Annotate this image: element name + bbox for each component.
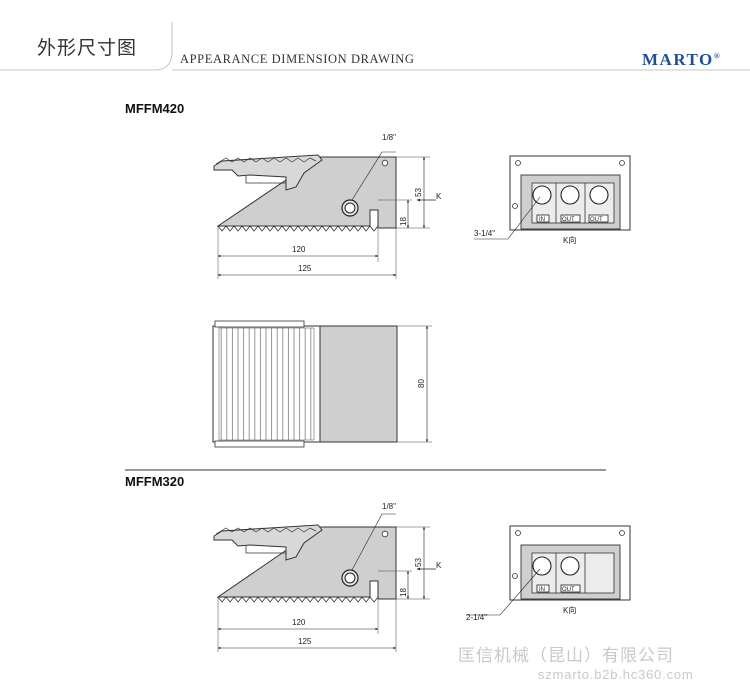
port-in-label-2: IN bbox=[539, 587, 545, 593]
side-view-1 bbox=[213, 151, 436, 279]
port-height-dim-2: 18 bbox=[399, 588, 408, 597]
k-label-1: K bbox=[436, 192, 442, 201]
port-label-2: 1/8" bbox=[382, 502, 396, 511]
model-title-mffm320: MFFM320 bbox=[125, 474, 185, 489]
port-label-1: 1/8" bbox=[382, 133, 396, 142]
port-out-label-1a: OUT bbox=[562, 217, 575, 223]
total-dim-2: 125 bbox=[298, 637, 312, 646]
brand-mark: ® bbox=[713, 51, 720, 61]
header-divider bbox=[0, 22, 750, 71]
height-dim-2: 53 bbox=[414, 558, 423, 567]
header-title-cn: 外形尺寸图 bbox=[37, 37, 138, 59]
brand-name: MARTO bbox=[642, 50, 714, 69]
model-title-mffm420: MFFM420 bbox=[125, 101, 185, 116]
side-view-2 bbox=[213, 513, 436, 652]
rear-view-2 bbox=[466, 525, 631, 616]
rear-view-1 bbox=[474, 155, 631, 240]
view-label-1: K向 bbox=[563, 235, 576, 245]
height-dim-1: 53 bbox=[414, 188, 423, 197]
width-dim-1: 80 bbox=[417, 379, 426, 388]
company-watermark: 匡信机械（昆山）有限公司 bbox=[458, 646, 674, 666]
base-dim-1: 120 bbox=[292, 245, 306, 254]
view-label-2: K向 bbox=[563, 605, 576, 615]
port-out-label-2: OUT bbox=[562, 587, 575, 593]
port-out-label-1b: OUT bbox=[590, 217, 603, 223]
rear-port-label-1: 3-1/4" bbox=[474, 229, 495, 238]
top-view-1 bbox=[212, 320, 432, 448]
total-dim-1: 125 bbox=[298, 264, 312, 273]
rear-port-label-2: 2-1/4" bbox=[466, 613, 487, 622]
brand-logo: MARTO® bbox=[642, 50, 720, 70]
website-watermark: szmarto.b2b.hc360.com bbox=[538, 667, 694, 682]
base-dim-2: 120 bbox=[292, 618, 306, 627]
port-height-dim-1: 18 bbox=[399, 217, 408, 226]
k-label-2: K bbox=[436, 561, 442, 570]
port-in-label-1: IN bbox=[539, 217, 545, 223]
header-title-en: APPEARANCE DIMENSION DRAWING bbox=[180, 52, 415, 66]
